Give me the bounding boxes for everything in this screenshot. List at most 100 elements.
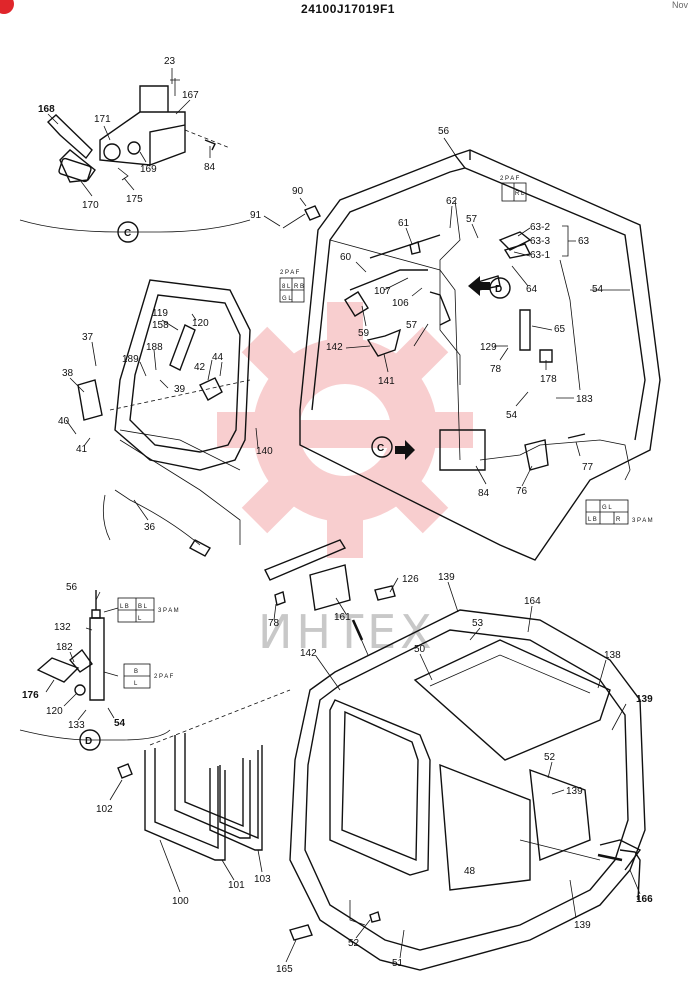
- leader-lines: [45, 68, 641, 963]
- callout-78-upper: 78: [490, 364, 502, 375]
- view-marker-c-icon: [371, 436, 393, 458]
- connector-k5-pin: L: [134, 681, 138, 687]
- loose-hardware: [264, 241, 501, 611]
- connector-k5-tag: 2 P A F: [154, 674, 174, 680]
- callout-54-detail-d: 54: [114, 718, 126, 729]
- callout-129: 129: [480, 342, 497, 353]
- callout-56-detail-d: 56: [66, 582, 78, 593]
- callout-139-right: 139: [636, 694, 653, 705]
- callout-53: 53: [472, 618, 484, 629]
- callout-183: 183: [576, 394, 593, 405]
- callout-63-1: 63-1: [530, 250, 550, 261]
- callout-60: 60: [340, 252, 352, 263]
- callout-50: 50: [414, 644, 426, 655]
- callout-64: 64: [526, 284, 538, 295]
- connector-k2: 2 P A F R L: [500, 176, 527, 202]
- callout-167: 167: [182, 90, 199, 101]
- detail-view-d: D: [19, 590, 171, 751]
- watermark-gear-logo: [217, 302, 473, 558]
- callout-42: 42: [194, 362, 206, 373]
- view-marker-c-letter: C: [377, 443, 384, 454]
- callout-38: 38: [62, 368, 74, 379]
- callout-102: 102: [96, 804, 113, 815]
- connector-k4-pin: L B: [120, 604, 129, 610]
- callout-36: 36: [144, 522, 156, 533]
- callout-103: 103: [254, 874, 271, 885]
- callout-44: 44: [212, 352, 224, 363]
- door-assembly: [77, 279, 251, 557]
- callout-161: 161: [334, 612, 351, 623]
- callout-63-3: 63-3: [530, 236, 550, 247]
- callout-139-bottom: 139: [574, 920, 591, 931]
- connector-k3-pin: G L: [602, 505, 612, 511]
- callout-77: 77: [582, 462, 594, 473]
- detail-view-c: C: [19, 78, 251, 243]
- callout-176: 176: [22, 690, 39, 701]
- view-marker-d-icon: [489, 277, 511, 299]
- callout-126: 126: [402, 574, 419, 585]
- callout-142-upper: 142: [326, 342, 343, 353]
- connector-k2-tag: 2 P A F: [500, 176, 520, 182]
- connector-k4-tag: 3 P A M: [158, 608, 179, 614]
- callout-140: 140: [256, 446, 273, 457]
- corner-logo-mark: [0, 0, 14, 14]
- connector-k4: 3 P A M L B B L L: [117, 597, 179, 623]
- view-marker-d-letter: D: [495, 284, 502, 295]
- callout-90: 90: [292, 186, 304, 197]
- connector-k2-pin: R L: [515, 191, 525, 197]
- connector-k4-pin: B L: [138, 604, 148, 610]
- connector-k3-pin: L B: [588, 517, 597, 523]
- callout-119: 119: [152, 308, 168, 319]
- callout-84-main: 84: [478, 488, 490, 499]
- callout-165: 165: [276, 964, 293, 975]
- callout-39: 39: [174, 384, 186, 395]
- callout-189: 189: [122, 354, 139, 365]
- callout-78-lower: 78: [268, 618, 280, 629]
- connector-k1: 2 P A F 8 L R B G L: [279, 270, 305, 303]
- callout-188: 188: [146, 342, 163, 353]
- callout-91: 91: [250, 210, 262, 221]
- callout-182: 182: [56, 642, 73, 653]
- callout-57-lower: 57: [406, 320, 418, 331]
- callout-labels: 23 167 168 171 169 84 175 170 56 90 91 6…: [22, 56, 653, 975]
- arrow-icon-c: [395, 440, 415, 460]
- callout-142-lower: 142: [300, 648, 317, 659]
- connector-k5: 2 P A F B L: [123, 663, 174, 689]
- callout-170: 170: [82, 200, 99, 211]
- callout-101: 101: [228, 880, 245, 891]
- callout-76: 76: [516, 486, 528, 497]
- callout-51: 51: [392, 958, 404, 969]
- callout-52-upper: 52: [544, 752, 556, 763]
- arrow-icons: [395, 276, 490, 460]
- callout-52-lower: 52: [348, 938, 360, 949]
- callout-54-top: 54: [592, 284, 604, 295]
- callout-100: 100: [172, 896, 189, 907]
- callout-168: 168: [38, 104, 55, 115]
- part-number-title: 24100J17019F1: [301, 2, 395, 16]
- window-seals: [117, 689, 291, 861]
- connector-k5-pin: B: [134, 669, 138, 675]
- callout-61: 61: [398, 218, 410, 229]
- connector-k3-tag: 3 P A M: [632, 518, 653, 524]
- connector-k1-pin: G L: [282, 296, 292, 302]
- group-bracket-63: [562, 225, 576, 257]
- callout-120-door: 120: [192, 318, 209, 329]
- callout-164: 164: [524, 596, 541, 607]
- connector-k1-pin: R B: [294, 284, 304, 290]
- callout-171: 171: [94, 114, 111, 125]
- callout-106: 106: [392, 298, 409, 309]
- callout-138: 138: [604, 650, 621, 661]
- callout-133: 133: [68, 720, 85, 731]
- corner-text: Nov: [671, 0, 688, 10]
- callout-141: 141: [378, 376, 395, 387]
- connector-k1-pin: 8 L: [282, 284, 291, 290]
- callout-48: 48: [464, 866, 476, 877]
- callout-169: 169: [140, 164, 157, 175]
- callout-166: 166: [636, 894, 653, 905]
- detail-c-marker: C: [124, 228, 131, 239]
- callout-63-2: 63-2: [530, 222, 550, 233]
- callout-139-mid: 139: [566, 786, 583, 797]
- callout-59: 59: [358, 328, 370, 339]
